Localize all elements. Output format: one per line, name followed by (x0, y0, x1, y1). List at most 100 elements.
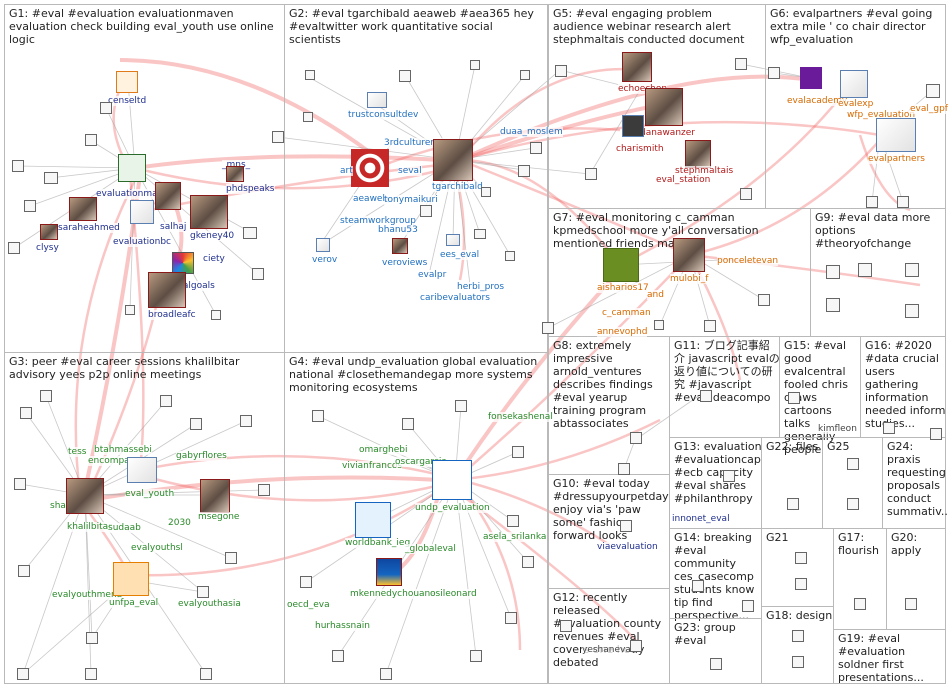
node-unfpa_eval[interactable] (113, 562, 149, 596)
node-small[interactable] (85, 134, 97, 146)
node-evalpartners[interactable] (876, 118, 916, 152)
node-small[interactable] (12, 160, 24, 172)
node-small[interactable] (560, 620, 572, 632)
node-small[interactable] (85, 668, 97, 680)
node-evaluationbc[interactable] (130, 200, 154, 224)
node-small[interactable] (692, 580, 704, 592)
node-small[interactable] (542, 322, 554, 334)
node-small[interactable] (555, 65, 567, 77)
node-small[interactable] (854, 598, 866, 610)
node-evaluationmaven[interactable] (118, 154, 146, 182)
node-salhaj[interactable] (155, 182, 181, 210)
node-small[interactable] (740, 188, 752, 200)
node-small[interactable] (620, 520, 632, 532)
node-small[interactable] (505, 251, 515, 261)
node-broadleafc[interactable] (148, 272, 186, 308)
node-small[interactable] (522, 556, 534, 568)
node-small[interactable] (470, 650, 482, 662)
node-small[interactable] (795, 552, 807, 564)
node-verov[interactable] (316, 238, 330, 252)
node-small[interactable] (905, 598, 917, 610)
node-small[interactable] (225, 552, 237, 564)
node-small[interactable] (858, 263, 872, 277)
node-echoechon[interactable] (622, 52, 652, 82)
node-small[interactable] (258, 484, 270, 496)
node-small[interactable] (8, 242, 20, 254)
node-small[interactable] (40, 390, 52, 402)
node-small[interactable] (86, 632, 98, 644)
node-evalexp[interactable] (840, 70, 868, 98)
node-small[interactable] (303, 112, 313, 122)
node-small[interactable] (897, 196, 909, 208)
node-small[interactable] (24, 200, 36, 212)
node-small[interactable] (520, 70, 530, 80)
node-small[interactable] (474, 229, 486, 239)
node-small[interactable] (735, 58, 747, 70)
node-censeltd[interactable] (116, 71, 138, 93)
node-small[interactable] (704, 320, 716, 332)
node-clysy[interactable] (40, 224, 58, 240)
node-small[interactable] (710, 658, 722, 670)
node-small[interactable] (20, 407, 32, 419)
node-msegone[interactable] (200, 479, 230, 513)
node-small[interactable] (211, 310, 221, 320)
node-undp_evaluation[interactable] (432, 460, 472, 500)
node-small[interactable] (420, 205, 432, 217)
node-ees_eval[interactable] (446, 234, 460, 246)
node-small[interactable] (826, 298, 840, 312)
node-charismith[interactable] (622, 115, 644, 137)
node-small[interactable] (700, 390, 712, 402)
node-mulobi_[interactable] (673, 238, 705, 272)
node-small[interactable] (905, 263, 919, 277)
node-aeaweb[interactable] (351, 149, 389, 187)
node-small[interactable] (455, 400, 467, 412)
node-small[interactable] (44, 172, 58, 184)
node-small[interactable] (768, 67, 780, 79)
node-aisharios17[interactable] (603, 248, 639, 282)
node-small[interactable] (272, 131, 284, 143)
node-small[interactable] (14, 478, 26, 490)
node-small[interactable] (240, 415, 252, 427)
node-small[interactable] (788, 392, 800, 404)
node-evalgoals[interactable] (172, 252, 194, 274)
node-small[interactable] (530, 142, 542, 154)
node-veroviews[interactable] (392, 238, 408, 254)
node-small[interactable] (742, 600, 754, 612)
node-small[interactable] (100, 102, 112, 114)
node-small[interactable] (190, 418, 202, 430)
node-phdspeaks[interactable] (226, 166, 244, 182)
node-gkeney40[interactable] (190, 195, 228, 229)
node-small[interactable] (795, 578, 807, 590)
node-small[interactable] (792, 630, 804, 642)
node-small[interactable] (847, 498, 859, 510)
node-saraheahmed[interactable] (69, 197, 97, 221)
node-small[interactable] (18, 565, 30, 577)
node-small[interactable] (792, 656, 804, 668)
node-small[interactable] (758, 294, 770, 306)
node-small[interactable] (200, 668, 212, 680)
node-small[interactable] (847, 458, 859, 470)
node-stephmaltais[interactable] (685, 140, 711, 168)
node-small[interactable] (300, 576, 312, 588)
node-evalacademy[interactable] (800, 67, 822, 89)
node-small[interactable] (399, 70, 411, 82)
node-small[interactable] (930, 428, 942, 440)
node-small[interactable] (380, 668, 392, 680)
node-danawanzer[interactable] (645, 88, 683, 126)
node-small[interactable] (826, 265, 840, 279)
node-khalilbitar[interactable] (66, 478, 104, 514)
node-small[interactable] (305, 70, 315, 80)
node-small[interactable] (585, 168, 597, 180)
node-small[interactable] (470, 60, 480, 70)
node-small[interactable] (905, 304, 919, 318)
node-small[interactable] (787, 498, 799, 510)
node-mkennedychouane[interactable] (376, 558, 402, 586)
node-small[interactable] (926, 84, 940, 98)
node-small[interactable] (160, 395, 172, 407)
node-small[interactable] (17, 668, 29, 680)
node-small[interactable] (883, 422, 895, 434)
node-small[interactable] (332, 650, 344, 662)
node-small[interactable] (630, 432, 642, 444)
node-small[interactable] (618, 463, 630, 475)
node-small[interactable] (505, 612, 517, 624)
